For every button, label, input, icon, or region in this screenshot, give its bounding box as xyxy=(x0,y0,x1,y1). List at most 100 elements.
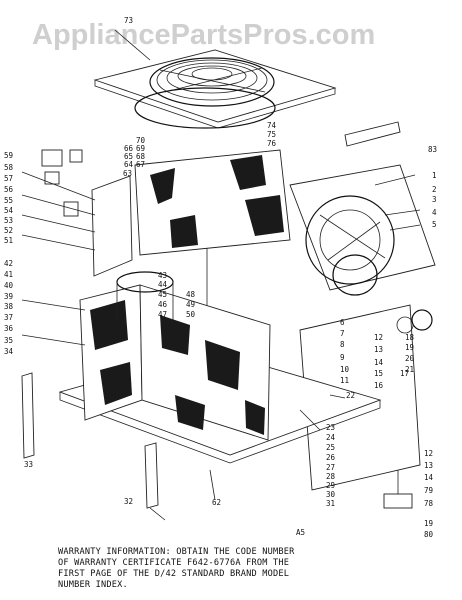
part-number: 55 xyxy=(4,196,13,205)
part-number: 53 xyxy=(4,216,13,225)
part-number: 14 xyxy=(374,358,384,367)
part-number: 40 xyxy=(4,281,14,290)
part-number: 48 xyxy=(186,290,196,299)
part-number: 50 xyxy=(186,310,196,319)
compressor xyxy=(116,271,174,320)
part-number: 70 xyxy=(136,136,146,145)
part-number: 42 xyxy=(4,259,13,268)
part-number: 26 xyxy=(326,453,336,462)
part-number: 73 xyxy=(124,16,133,25)
part-number: 13 xyxy=(374,345,383,354)
control-box xyxy=(41,149,133,277)
part-number: 17 xyxy=(400,369,409,378)
part-number: 1 xyxy=(432,171,437,180)
part-number: 38 xyxy=(4,302,14,311)
part-number: 58 xyxy=(4,163,14,172)
part-number: 33 xyxy=(24,460,33,469)
part-number: 19 xyxy=(424,519,433,528)
part-number: 54 xyxy=(4,206,14,215)
part-number: 29 xyxy=(326,481,335,490)
part-number: 56 xyxy=(4,185,14,194)
part-number: 76 xyxy=(267,139,277,148)
part-number: 64 xyxy=(124,160,134,169)
part-number: 59 xyxy=(4,151,13,160)
part-number: 18 xyxy=(405,333,415,342)
part-number: 36 xyxy=(4,324,14,333)
part-number: 8 xyxy=(340,340,345,349)
part-number: 31 xyxy=(326,499,335,508)
part-number: 80 xyxy=(424,530,434,539)
part-number: 44 xyxy=(158,280,168,289)
part-number: 27 xyxy=(326,463,335,472)
part-number: 66 xyxy=(124,144,134,153)
part-number: 45 xyxy=(158,290,167,299)
part-number: 6 xyxy=(340,318,345,327)
part-number: 34 xyxy=(4,347,14,356)
part-number: 68 xyxy=(136,152,146,161)
part-number: 37 xyxy=(4,313,13,322)
part-number: 51 xyxy=(4,236,13,245)
part-number: 20 xyxy=(405,354,415,363)
part-number: 14 xyxy=(424,473,434,482)
part-number: 5 xyxy=(432,220,437,229)
warranty-note: WARRANTY INFORMATION: OBTAIN THE CODE NU… xyxy=(58,547,458,591)
part-number: 57 xyxy=(4,174,13,183)
front-coil-wrap xyxy=(79,284,271,441)
part-number: 47 xyxy=(158,310,167,319)
part-number: 83 xyxy=(428,145,437,154)
part-number: 52 xyxy=(4,226,13,235)
part-number: 12 xyxy=(374,333,383,342)
leader-lines xyxy=(21,29,421,521)
part-number: 23 xyxy=(326,423,335,432)
part-number: 22 xyxy=(346,391,355,400)
rear-coil-panel xyxy=(134,149,291,256)
part-number: 49 xyxy=(186,300,195,309)
part-number: 46 xyxy=(158,300,168,309)
part-number: 39 xyxy=(4,292,13,301)
part-number: 67 xyxy=(136,160,145,169)
part-number: 78 xyxy=(424,499,434,508)
part-number: 79 xyxy=(424,486,433,495)
warranty-line: WARRANTY INFORMATION: OBTAIN THE CODE NU… xyxy=(58,547,295,557)
part-number: 19 xyxy=(405,343,414,352)
part-number: 2 xyxy=(432,185,437,194)
part-number: 11 xyxy=(340,376,349,385)
part-number: 63 xyxy=(123,169,132,178)
watermark-text: AppliancePartsPros.com xyxy=(32,19,375,51)
part-number: 62 xyxy=(212,498,221,507)
top-cover-panel xyxy=(93,49,337,129)
warranty-line: FIRST PAGE OF THE D/42 STANDARD BRAND MO… xyxy=(58,569,290,579)
part-number: 74 xyxy=(267,121,277,130)
part-number: 15 xyxy=(374,369,383,378)
part-number: 4 xyxy=(432,208,437,217)
part-number: 25 xyxy=(326,443,335,452)
part-number: 28 xyxy=(326,472,336,481)
part-number: 3 xyxy=(432,195,437,204)
part-number: 12 xyxy=(424,449,433,458)
corner-post-left xyxy=(21,372,35,459)
control-components xyxy=(383,309,433,509)
part-number-labels: 73 74 75 76 83 70 69 68 66 65 64 67 63 5… xyxy=(4,16,437,539)
blower-housing xyxy=(289,121,436,296)
part-number: 16 xyxy=(374,381,384,390)
corner-post-front xyxy=(144,442,159,509)
fan-orifice-ring xyxy=(134,87,276,129)
part-number: 24 xyxy=(326,433,336,442)
warranty-line: NUMBER INDEX. xyxy=(58,580,128,590)
part-number: 9 xyxy=(340,353,345,362)
part-number: 13 xyxy=(424,461,433,470)
part-number: 30 xyxy=(326,490,336,499)
part-number: 10 xyxy=(340,365,350,374)
warranty-line: OF WARRANTY CERTIFICATE F642-6776A FROM … xyxy=(58,558,290,568)
part-number: 75 xyxy=(267,130,276,139)
part-number: 32 xyxy=(124,497,133,506)
part-number: 7 xyxy=(340,329,345,338)
part-number: 65 xyxy=(124,152,133,161)
part-number: 35 xyxy=(4,336,13,345)
part-number: 69 xyxy=(136,144,145,153)
part-number: 41 xyxy=(4,270,13,279)
part-number: 21 xyxy=(405,365,414,374)
part-number: 43 xyxy=(158,271,167,280)
diagram-code: A5 xyxy=(296,528,305,537)
